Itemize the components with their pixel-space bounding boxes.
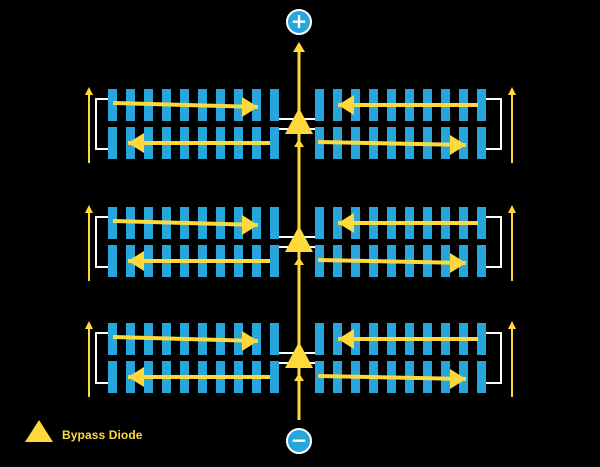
- string-group: [85, 321, 516, 397]
- legend-label: Bypass Diode: [62, 428, 143, 442]
- solar-cell: [315, 323, 324, 355]
- current-arrow: [128, 251, 270, 271]
- solar-cell: [333, 207, 342, 239]
- current-arrow: [128, 367, 270, 387]
- positive-terminal: +: [286, 9, 312, 35]
- solar-cell: [108, 323, 117, 355]
- string-group: [85, 87, 516, 163]
- string-group: [85, 205, 516, 281]
- current-arrow: [112, 331, 259, 351]
- current-arrow: [112, 97, 259, 117]
- solar-cell: [333, 89, 342, 121]
- current-arrow: [338, 329, 478, 349]
- negative-terminal: −: [286, 428, 312, 454]
- left-wire-loop: [95, 332, 108, 384]
- solar-cell: [108, 361, 117, 393]
- solar-cell: [108, 127, 117, 159]
- side-current-arrow: [85, 87, 93, 163]
- solar-cell: [270, 89, 279, 121]
- side-current-arrow: [85, 321, 93, 397]
- solar-cell: [108, 245, 117, 277]
- left-wire-loop: [95, 98, 108, 150]
- right-wire-loop: [486, 332, 502, 384]
- solar-cell: [477, 323, 486, 355]
- side-current-arrow: [508, 321, 516, 397]
- triangle-icon: [25, 420, 53, 442]
- solar-cell: [477, 361, 486, 393]
- left-wire-loop: [95, 216, 108, 268]
- solar-cell: [108, 89, 117, 121]
- right-wire-loop: [486, 98, 502, 150]
- main-current-arrowhead: [293, 42, 305, 52]
- svg-text:+: +: [291, 9, 308, 33]
- solar-cell: [270, 207, 279, 239]
- right-wire-loop: [486, 216, 502, 268]
- solar-cell: [315, 207, 324, 239]
- current-arrow: [112, 215, 259, 235]
- solar-cell: [477, 245, 486, 277]
- current-arrow: [317, 135, 467, 155]
- current-arrow: [317, 369, 467, 389]
- solar-cell: [333, 323, 342, 355]
- solar-cell: [270, 127, 279, 159]
- current-arrow: [128, 133, 270, 153]
- solar-cell: [270, 323, 279, 355]
- current-arrow: [338, 213, 478, 233]
- side-current-arrow: [85, 205, 93, 281]
- solar-cell: [270, 245, 279, 277]
- svg-text:−: −: [291, 428, 308, 452]
- solar-cell: [477, 127, 486, 159]
- side-current-arrow: [508, 87, 516, 163]
- solar-cell: [315, 89, 324, 121]
- solar-cell: [270, 361, 279, 393]
- current-arrow: [338, 95, 478, 115]
- solar-cell: [477, 89, 486, 121]
- solar-cell: [108, 207, 117, 239]
- current-arrow: [317, 253, 467, 273]
- side-current-arrow: [508, 205, 516, 281]
- solar-cell: [477, 207, 486, 239]
